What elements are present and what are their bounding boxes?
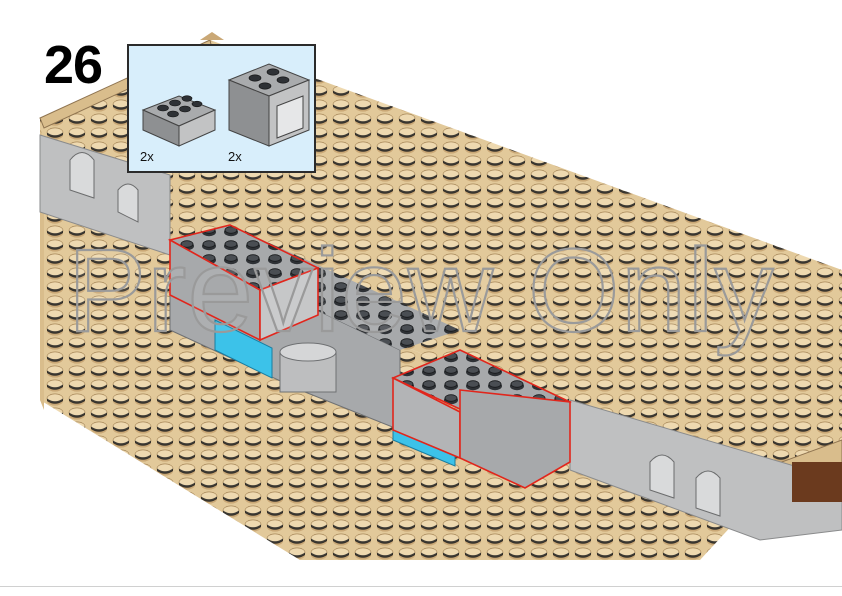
blue-brick-left [214,319,273,379]
new-brick-2x3-left [167,224,321,342]
arch-window-left [69,152,139,223]
parts-callout: 2x 2x [127,44,316,173]
page-divider [0,586,842,587]
new-brick-2x2x2-right [391,349,572,489]
brown-element [792,462,842,502]
step-number: 26 [44,35,103,95]
part-qty-container-brick: 2x [228,149,242,164]
round-pillar [279,342,337,393]
container-brick-icon [227,63,311,147]
part-qty-brick: 2x [140,149,154,164]
preview-watermark: Preview Only [66,225,775,357]
arch-window-right [649,454,721,517]
brick-icon [141,95,217,147]
callout-pointer [200,32,224,40]
